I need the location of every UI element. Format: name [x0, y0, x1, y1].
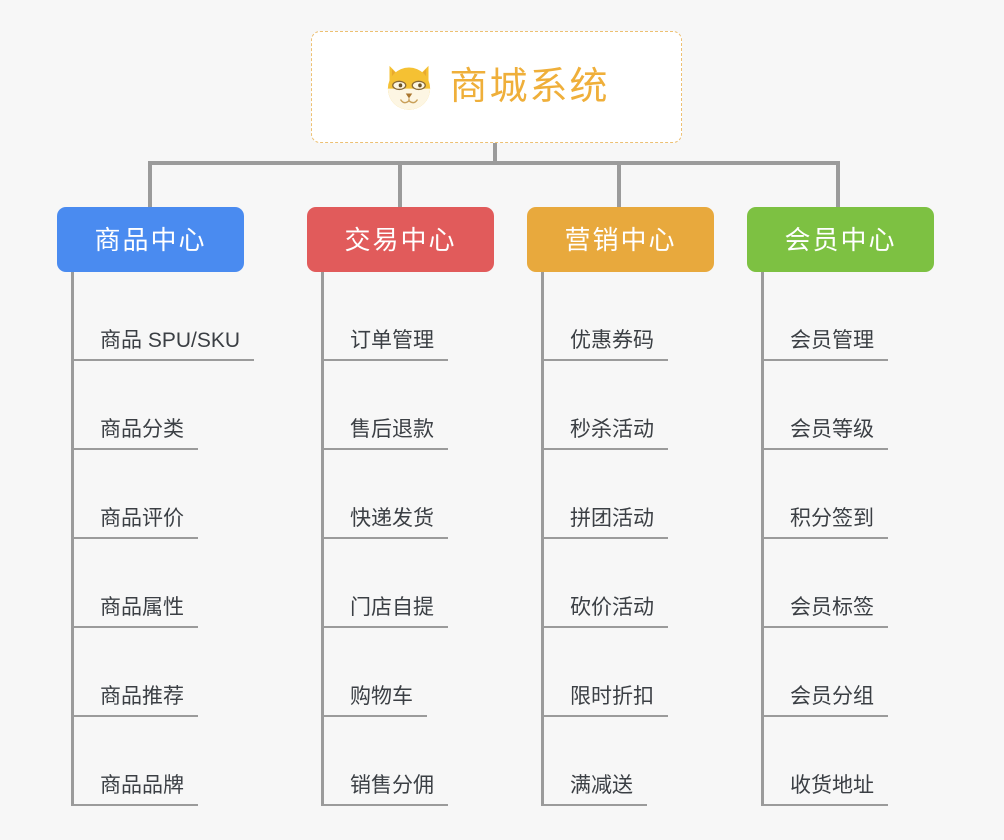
leaf-item-label: 商品推荐 — [100, 684, 184, 708]
leaf-item-label: 商品评价 — [100, 506, 184, 530]
leaf-item-underline — [71, 448, 198, 450]
leaf-item[interactable]: 拼团活动 — [527, 450, 714, 539]
leaf-item-label: 会员等级 — [790, 417, 874, 441]
leaf-item-underline — [541, 448, 668, 450]
branch-4: 会员中心会员管理会员等级积分签到会员标签会员分组收货地址 — [747, 207, 934, 806]
leaf-item-label: 售后退款 — [350, 417, 434, 441]
leaf-item[interactable]: 售后退款 — [307, 361, 494, 450]
leaf-item-label: 门店自提 — [350, 595, 434, 619]
leaf-item-label: 秒杀活动 — [570, 417, 654, 441]
leaf-item[interactable]: 限时折扣 — [527, 628, 714, 717]
leaf-item[interactable]: 订单管理 — [307, 272, 494, 361]
leaf-item-underline — [761, 448, 888, 450]
leaf-item[interactable]: 商品属性 — [57, 539, 244, 628]
leaf-item-underline — [761, 804, 888, 806]
leaf-item-underline — [321, 448, 448, 450]
leaf-item-label: 快递发货 — [350, 506, 434, 530]
leaf-item[interactable]: 销售分佣 — [307, 717, 494, 806]
connector-drop-4 — [836, 161, 840, 207]
leaf-item-label: 商品 SPU/SKU — [100, 328, 241, 352]
leaf-item[interactable]: 优惠券码 — [527, 272, 714, 361]
leaf-item[interactable]: 收货地址 — [747, 717, 934, 806]
leaf-item-underline — [321, 715, 427, 717]
connector-root-stem — [493, 143, 497, 164]
leaf-item[interactable]: 积分签到 — [747, 450, 934, 539]
branch-3: 营销中心优惠券码秒杀活动拼团活动砍价活动限时折扣满减送 — [527, 207, 714, 806]
leaf-item-label: 销售分佣 — [350, 773, 434, 797]
connector-drop-2 — [398, 161, 402, 207]
leaf-item-label: 满减送 — [570, 773, 633, 797]
leaf-item-underline — [321, 537, 448, 539]
leaf-item-underline — [321, 804, 448, 806]
leaf-item-label: 积分签到 — [790, 506, 874, 530]
leaf-item-label: 商品属性 — [100, 595, 184, 619]
leaf-item-underline — [321, 359, 448, 361]
leaf-item[interactable]: 秒杀活动 — [527, 361, 714, 450]
branch-header-2[interactable]: 交易中心 — [307, 207, 494, 272]
branch-items-1: 商品 SPU/SKU 商品分类商品评价商品属性商品推荐商品品牌 — [57, 272, 254, 806]
leaf-item-underline — [321, 626, 448, 628]
leaf-item[interactable]: 会员分组 — [747, 628, 934, 717]
leaf-item[interactable]: 商品品牌 — [57, 717, 244, 806]
branch-items-2: 订单管理售后退款快递发货门店自提购物车销售分佣 — [307, 272, 494, 806]
leaf-item-underline — [541, 626, 668, 628]
leaf-item-label: 商品品牌 — [100, 773, 184, 797]
leaf-item-label: 会员管理 — [790, 328, 874, 352]
leaf-item-underline — [541, 804, 647, 806]
connector-horizontal-bus — [148, 161, 840, 165]
leaf-item-label: 订单管理 — [350, 328, 434, 352]
leaf-item-underline — [541, 537, 668, 539]
leaf-item-label: 会员标签 — [790, 595, 874, 619]
branch-header-3[interactable]: 营销中心 — [527, 207, 714, 272]
leaf-item[interactable]: 会员等级 — [747, 361, 934, 450]
leaf-item-underline — [541, 715, 668, 717]
leaf-item-underline — [71, 715, 198, 717]
leaf-item-label: 收货地址 — [790, 773, 874, 797]
leaf-item[interactable]: 会员管理 — [747, 272, 934, 361]
branch-trunk-4 — [761, 272, 764, 806]
root-title: 商城系统 — [449, 66, 610, 108]
shiba-dog-emoji — [388, 65, 431, 110]
branch-trunk-3 — [541, 272, 544, 806]
leaf-item-underline — [71, 804, 198, 806]
leaf-item[interactable]: 满减送 — [527, 717, 714, 806]
leaf-item[interactable]: 快递发货 — [307, 450, 494, 539]
leaf-item[interactable]: 砍价活动 — [527, 539, 714, 628]
connector-drop-3 — [617, 161, 621, 207]
leaf-item-label: 会员分组 — [790, 684, 874, 708]
leaf-item-underline — [761, 537, 888, 539]
leaf-item-underline — [71, 537, 198, 539]
leaf-item[interactable]: 商品分类 — [57, 361, 244, 450]
leaf-item-underline — [761, 715, 888, 717]
branch-trunk-2 — [321, 272, 324, 806]
leaf-item-underline — [71, 626, 198, 628]
leaf-item-label: 商品分类 — [100, 417, 184, 441]
leaf-item-label: 拼团活动 — [570, 506, 654, 530]
leaf-item-underline — [541, 359, 668, 361]
branch-1: 商品中心商品 SPU/SKU 商品分类商品评价商品属性商品推荐商品品牌 — [57, 207, 254, 806]
branch-trunk-1 — [71, 272, 74, 806]
leaf-item-label: 购物车 — [350, 684, 413, 708]
leaf-item-label: 砍价活动 — [570, 595, 654, 619]
leaf-item[interactable]: 商品推荐 — [57, 628, 244, 717]
leaf-item[interactable]: 会员标签 — [747, 539, 934, 628]
leaf-item-label: 优惠券码 — [570, 328, 654, 352]
leaf-item[interactable]: 商品评价 — [57, 450, 244, 539]
connector-drop-1 — [148, 161, 152, 207]
leaf-item-underline — [761, 359, 888, 361]
leaf-item[interactable]: 门店自提 — [307, 539, 494, 628]
branch-items-3: 优惠券码秒杀活动拼团活动砍价活动限时折扣满减送 — [527, 272, 714, 806]
leaf-item-underline — [71, 359, 254, 361]
leaf-item-underline — [761, 626, 888, 628]
branch-2: 交易中心订单管理售后退款快递发货门店自提购物车销售分佣 — [307, 207, 494, 806]
branch-items-4: 会员管理会员等级积分签到会员标签会员分组收货地址 — [747, 272, 934, 806]
leaf-item-label: 限时折扣 — [570, 684, 654, 708]
branch-header-4[interactable]: 会员中心 — [747, 207, 934, 272]
root-node[interactable]: 商城系统 — [311, 31, 682, 143]
leaf-item[interactable]: 商品 SPU/SKU — [57, 272, 254, 361]
branch-header-1[interactable]: 商品中心 — [57, 207, 244, 272]
leaf-item[interactable]: 购物车 — [307, 628, 494, 717]
